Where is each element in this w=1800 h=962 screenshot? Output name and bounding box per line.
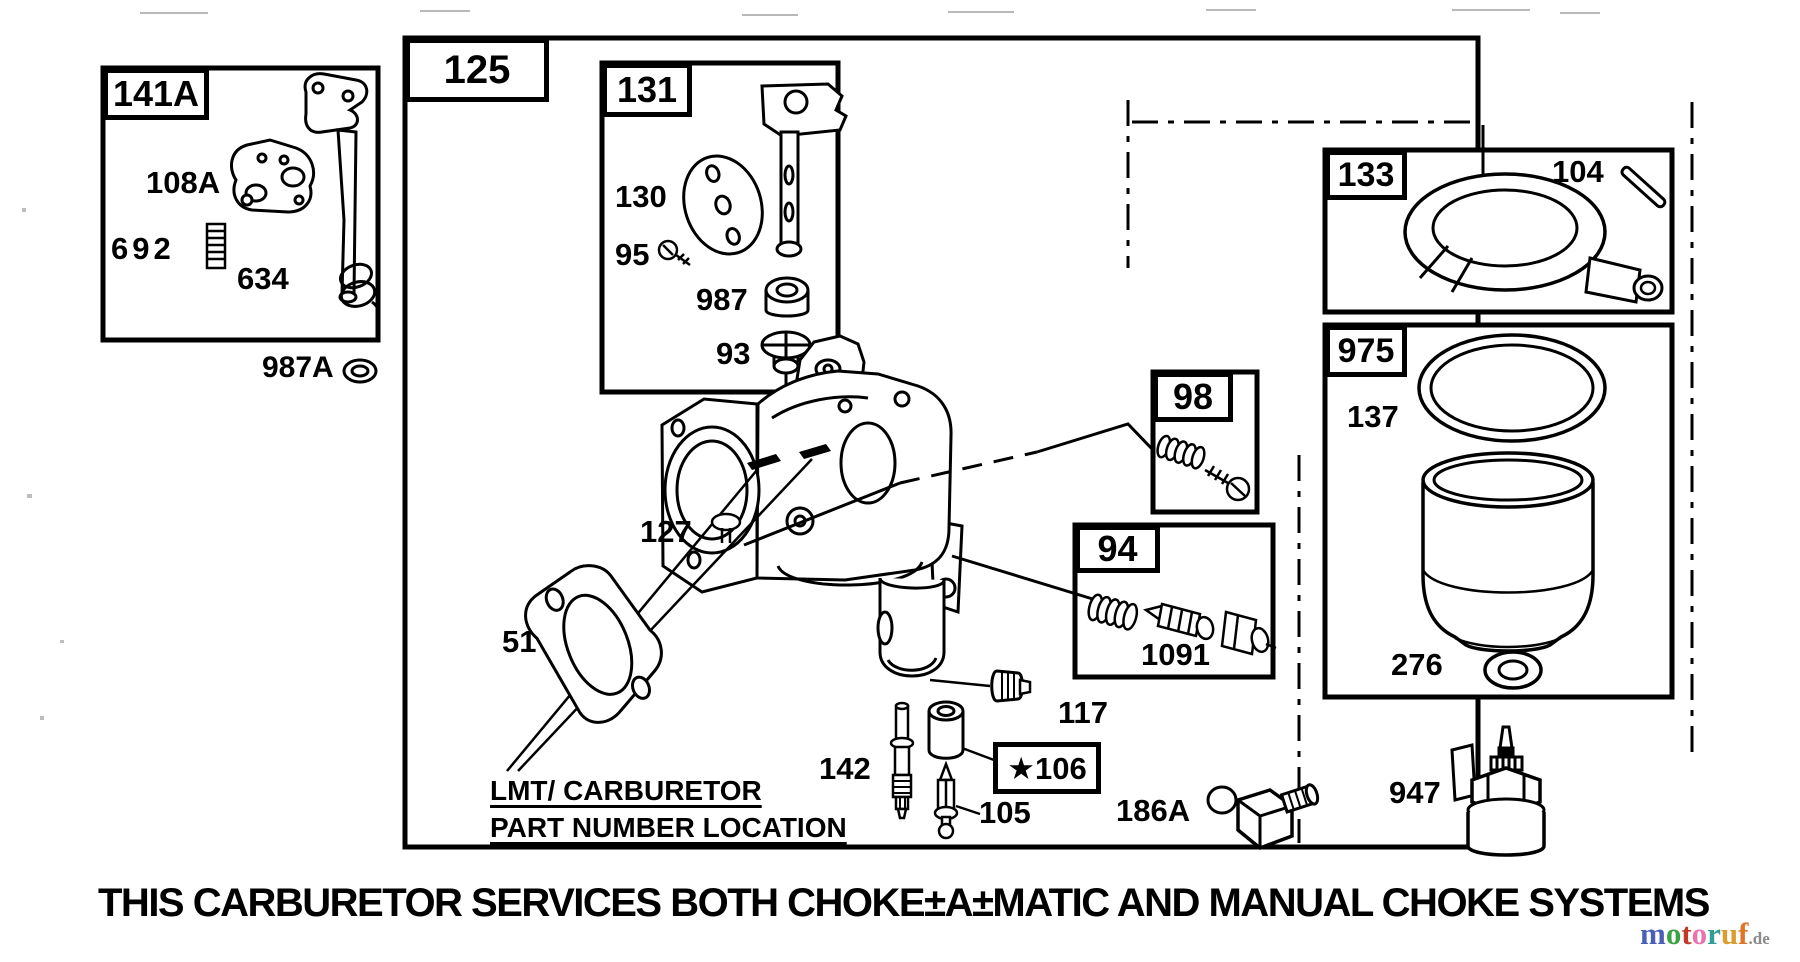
watermark-suffix: .de [1748,929,1770,948]
part-label-634: 634 [237,261,289,296]
group-box-106-text: ★106 [1007,750,1087,786]
group-box-label-106: ★106 [993,742,1101,794]
group-box-label-975: 975 [1325,325,1407,377]
scan-noise [22,9,1600,720]
fuel-solenoid-947-drawing [1450,725,1546,857]
group-box-125-text: 125 [443,48,511,92]
group-box-131-text: 131 [616,69,678,110]
part-label-987a: 987A [262,351,334,384]
box-141a-outline [100,65,381,343]
carburetor-body-drawing [660,334,964,678]
float-pin-104-drawing [1620,165,1667,209]
box-94-outline [1072,522,1276,680]
choke-lever-drawing [303,72,369,304]
watermark-word: motoruf [1640,916,1749,951]
main-jet-cylinder-drawing [927,700,995,762]
fold-lines [1126,100,1694,843]
gasket-51-drawing [524,564,663,724]
note-line-2: PART NUMBER LOCATION [490,812,847,843]
choke-spring-drawing [205,222,227,270]
pointer-to-box-98 [743,422,1155,547]
part-label-108a: 108A [146,165,221,200]
washer-987a-icon [342,358,378,384]
pointer-to-box-106 [961,746,995,762]
group-box-975-text: 975 [1337,332,1395,370]
part-label-947: 947 [1389,775,1441,810]
group-box-label-98: 98 [1153,372,1233,422]
pointer-105 [955,804,981,816]
seal-987-drawing [764,276,810,318]
part-label-127: 127 [640,514,692,549]
part-label-105: 105 [979,795,1031,830]
part-label-987: 987 [696,282,748,317]
watermark-logo: motoruf.de [1640,916,1770,952]
box-131-outline [599,60,841,395]
group-box-98-text: 98 [1172,376,1214,417]
float-needle-105-drawing [933,760,981,840]
pointer-to-box-94 [951,554,1097,602]
part-label-1091: 1091 [1141,637,1210,672]
part-label-137: 137 [1347,399,1399,434]
part-label-692: 692 [111,231,175,266]
part-label-130: 130 [615,179,667,214]
group-box-94-text: 94 [1097,528,1138,569]
float-bowl-drawing [1421,451,1595,653]
bowl-gasket-137-drawing [1417,333,1607,443]
choke-plate-drawing [229,138,315,214]
grommet-93-drawing [760,330,812,375]
group-box-141a-text: 141A [112,73,200,114]
footer-caption: THIS CARBURETOR SERVICES BOTH CHOKE±A±MA… [98,881,1710,925]
throttle-screw-drawing [657,239,691,267]
part-label-117: 117 [1058,695,1109,730]
part-label-276: 276 [1391,647,1443,682]
emulsion-tube-142-drawing [889,701,915,820]
float-133-drawing [1403,125,1664,304]
throttle-shaft-drawing [760,82,848,258]
group-box-133-text: 133 [1337,156,1395,194]
note-line-1: LMT/ CARBURETOR [490,775,762,806]
bowl-washer-276-drawing [1483,650,1543,690]
group-box-label-133: 133 [1325,150,1407,200]
part-label-186a: 186A [1116,793,1191,828]
idle-valve-98-drawing [1156,434,1251,502]
group-box-label-94: 94 [1075,525,1160,573]
part-label-51: 51 [502,624,537,659]
part-label-104: 104 [1552,154,1604,189]
welch-plug-127-drawing [710,512,742,543]
jet-117-drawing [929,669,1032,703]
part-number-location-note: LMT/ CARBURETOR PART NUMBER LOCATION [490,772,847,846]
part-label-93: 93 [716,336,751,371]
part-label-142: 142 [819,751,871,786]
part-label-95: 95 [615,237,650,272]
choke-return-spring-drawing [339,262,381,319]
fuel-elbow-186a-drawing [1206,783,1320,850]
group-box-label-141a: 141A [103,68,209,120]
throttle-plate-drawing [682,154,764,256]
group-box-label-125: 125 [405,38,549,102]
needle-valve-94-drawing [1087,593,1277,656]
group-box-label-131: 131 [602,63,692,117]
